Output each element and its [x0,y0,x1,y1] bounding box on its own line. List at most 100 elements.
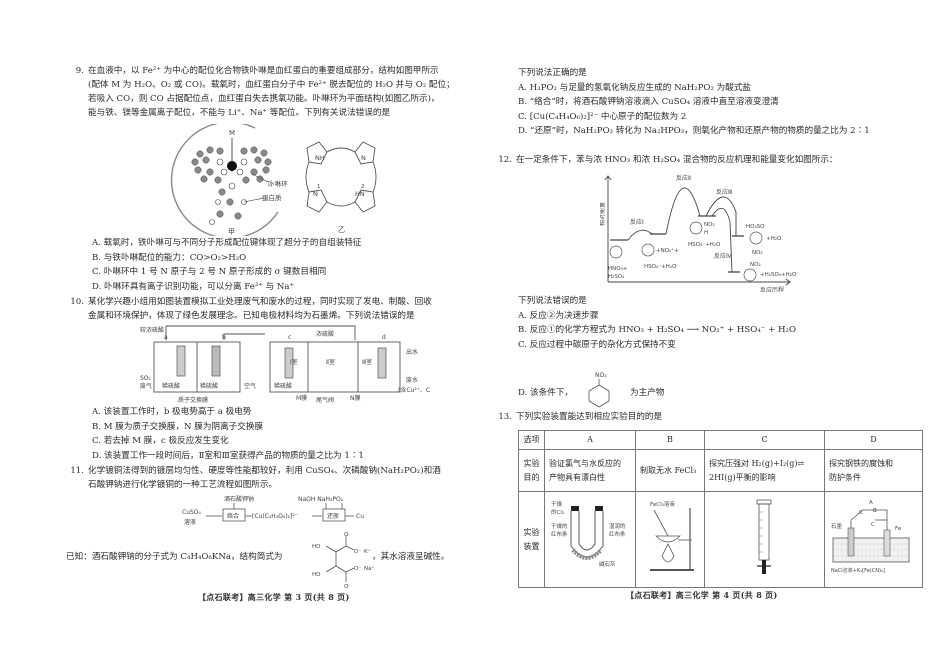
svg-text:溶液: 溶液 [184,518,196,526]
svg-text:+H₂O: +H₂O [766,236,782,242]
option-c: C. 卟啉环中 1 号 N 原子与 2 号 N 原子形成的 σ 键数目相同 [92,267,327,277]
stem-line: (配体 M 为 H₂O、O₂ 或 CO)。载氧时，血红蛋白分子中 Fe²⁺ 脱去… [88,80,455,90]
option-d: D. “还原”时，NaH₂PO₂ 转化为 Na₂HPO₃，则氧化产物和还原产物的… [518,126,870,136]
svg-text:Fe: Fe [895,526,902,532]
svg-text:红布条: 红布条 [551,530,568,538]
svg-text:尾气阀: 尾气阀 [316,396,334,404]
question-10-options: A. 该装置工作时，b 极电势高于 a 极电势 B. M 膜为质子交换膜，N 膜… [92,405,364,463]
option-a: A. 载氧时，铁卟啉可与不同分子形成配位键体现了超分子的自组装特征 [92,238,362,248]
svg-text:HO₃SO: HO₃SO [746,224,765,230]
caption-jia: 甲 [228,228,235,236]
aim-cell-c: 探究压强对 H₂(g)+I₂(g)⇌2HI(g)平衡的影响 [704,449,825,492]
svg-text:H₂SO₄: H₂SO₄ [608,274,625,280]
figure-tartrate-structure: HO HO O O O⁻ O⁻ K⁺ Na⁺ [312,532,374,588]
aim-cell-a: 验证氯气与水反应的产物具有漂白性 [544,449,636,492]
svg-text:N膜: N膜 [350,394,361,402]
svg-text:较浓硫酸: 较浓硫酸 [140,326,164,334]
device-cell-a: 干燥 的Cl₂ 干燥的 红布条 湿润的 红布条 碱石灰 [544,491,636,588]
question-13-stem: 13.下列实验装置能达到相应实验目的的是 [494,410,662,424]
option-b: B. M 膜为质子交换膜，N 膜为阴离子交换膜 [92,421,264,432]
label-nh: NH [315,154,325,162]
svg-text:NaCl溶液+K₃[Fe(CN)₆]: NaCl溶液+K₃[Fe(CN)₆] [831,567,885,574]
stem-text: 下列实验装置能达到相应实验目的的是 [516,412,663,422]
stem-line: 金属和环境保护，体现了绿色发展理念。已知电极材料均为石墨烯。下列说法错误的是 [88,311,415,321]
stem-line: 化学镀铜法得到的镀层均匀性、硬度等性能都较好，利用 CuSO₄、次磷酸钠(NaH… [88,466,441,476]
option-b: B. 与铁卟啉配位的能力：CO>O₂>H₂O [92,252,247,263]
syringe-apparatus [756,499,771,574]
svg-text:HSO₄⁻+H₂O: HSO₄⁻+H₂O [688,242,721,248]
question-12-options: 下列说法错误的是 A. 反应②为决速步骤 B. 反应①的化学方程式为 HNO₃ … [518,294,796,352]
figure-electrolysis-device: a b c d 较浓硫酸 SO₂ 废气 空气 稀硫酸 稀硫酸 稀硫酸 质子交换膜… [140,325,430,404]
svg-text:还原: 还原 [327,513,339,520]
svg-text:O⁻: O⁻ [354,566,361,572]
energy-profile-chart: 相对能量 反应历程 反应Ⅰ 反应Ⅱ 反应Ⅲ 反应Ⅳ HNO₃+ H₂SO₄ +N… [600,174,797,292]
option-a: A. 该装置工作时，b 极电势高于 a 极电势 [92,407,252,417]
svg-text:+NO₂⁺+: +NO₂⁺+ [656,247,679,254]
question-11-stem: 11. 化学镀铜法得到的镀层均匀性、硬度等性能都较好，利用 CuSO₄、次磷酸钠(… [66,464,476,492]
table-row-device: 实验装置 干燥 的Cl₂ 干燥的 红布条 湿润的 红布条 碱石灰 FeCl₃溶液 [518,491,923,588]
svg-text:HNO₃+: HNO₃+ [608,266,628,272]
svg-text:M膜: M膜 [296,394,307,402]
u-tube-apparatus: 干燥 的Cl₂ 干燥的 红布条 湿润的 红布条 碱石灰 [551,500,626,568]
svg-text:Ⅰ室: Ⅰ室 [290,358,298,366]
svg-text:反应Ⅲ: 反应Ⅲ [716,188,732,196]
question-number: 10. [70,297,84,307]
label-m: M [229,129,235,137]
aim-cell-d: 探究钢铁的腐蚀和防护条件 [824,449,923,492]
stem-text: 在一定条件下，苯与浓 HNO₃ 和浓 H₂SO₄ 混合物的反应机理和能量变化如图… [516,155,838,165]
svg-text:d: d [382,334,386,341]
label-num-2: 2 [361,184,365,190]
label-n-1: N [313,190,318,198]
svg-text:石墨: 石墨 [831,523,843,530]
svg-text:B: B [873,508,877,514]
question-number: 11. [70,466,84,476]
label-num-1: 1 [317,184,321,190]
option-b: B. 反应①的化学方程式为 HNO₃ + H₂SO₄ ⟶ NO₂⁺ + HSO₄… [518,325,796,335]
device-cell-c [704,491,825,588]
svg-text:反应Ⅱ: 反应Ⅱ [676,174,691,182]
svg-text:C: C [871,522,875,528]
left-page-footer: 【点石联考】高三化学 第 3 页(共 8 页) [198,592,350,602]
option-d: D. 该条件下， [518,386,573,401]
svg-text:K⁺: K⁺ [364,548,371,555]
svg-text:O⁻: O⁻ [354,549,361,555]
svg-text:(含Cu²⁺、Cl⁻): (含Cu²⁺、Cl⁻) [398,386,430,394]
option-b: B. “络合”时，将酒石酸钾钠溶液滴入 CuSO₄ 溶液中直至溶液变澄清 [518,97,779,107]
svg-text:稀硫酸: 稀硫酸 [274,382,292,390]
svg-text:稀硫酸: 稀硫酸 [200,382,218,390]
stem-line: 某化学兴趣小组用如图装置模拟工业处理废气和废水的过程，同时实现了发电、制酸、回收 [88,297,432,307]
experiment-table: 选项 A B C D 实验目的 验证氯气与水反应的产物具有漂白性 制取无水 Fe… [518,430,923,588]
svg-text:质子交换膜: 质子交换膜 [178,396,208,404]
question-11-known: 已知：酒石酸钾钠的分子式为 C₄H₄O₆KNa，结构简式为 [66,550,283,564]
svg-text:干燥: 干燥 [551,500,563,508]
stem-line: 在血液中，以 Fe²⁺ 为中心的配位化合物铁卟啉是血红蛋白的重要组成部分，结构如… [88,66,439,76]
lead-text: 下列说法错误的是 [518,296,587,306]
svg-text:O: O [344,584,349,588]
svg-text:K: K [859,510,863,516]
evaporation-apparatus: FeCl₃溶液 [650,500,694,571]
svg-text:FeCl₃溶液: FeCl₃溶液 [650,500,675,508]
question-number: 9. [75,66,84,76]
svg-text:a: a [164,334,168,341]
option-d: D. 该装置工作一段时间后，Ⅱ室和Ⅲ室获得产品的物质的量之比为 1∶1 [92,450,364,461]
question-9-options: A. 载氧时，铁卟啉可与不同分子形成配位键体现了超分子的自组装特征 B. 与铁卟… [92,236,361,294]
option-a: A. H₃PO₂ 与足量的氢氧化钠反应生成的 NaH₂PO₂ 为酸式盐 [518,82,752,93]
header-cell: 选项 [518,430,545,450]
svg-text:出水: 出水 [406,348,418,356]
svg-text:反应Ⅰ: 反应Ⅰ [630,218,644,226]
figure-porphyrin: NH N 1 N 2 HN 乙 [305,141,377,234]
known-text: 已知：酒石酸钾钠的分子式为 C₄H₄O₆KNa，结构简式为 [66,552,283,562]
svg-text:反应Ⅳ: 反应Ⅳ [714,252,732,260]
svg-text:[Cu(C₄H₄O₆)₂]²⁻: [Cu(C₄H₄O₆)₂]²⁻ [252,513,298,520]
stem-line: 能与铁、镁等金属离子配位，不能与 Li⁺、Na⁺ 等配位。下列有关说法错误的是 [88,108,391,118]
svg-text:NaOH NaH₂PO₂: NaOH NaH₂PO₂ [298,496,344,503]
caption-yi: 乙 [338,226,345,234]
label-porphyrin-ring: 卟啉环 [268,179,288,188]
svg-text:Cu: Cu [356,513,364,520]
option-d-text: D. 该条件下， [518,388,574,398]
svg-text:Na⁺: Na⁺ [364,565,374,572]
figure-heme-structure: M 卟啉环 蛋白质 甲 [170,124,288,236]
svg-text:SO₂: SO₂ [140,375,152,382]
question-9-stem: 9. 在血液中，以 Fe²⁺ 为中心的配位化合物铁卟啉是血红蛋白的重要组成部分，结… [66,64,476,120]
label-hn-2: HN [355,190,365,198]
